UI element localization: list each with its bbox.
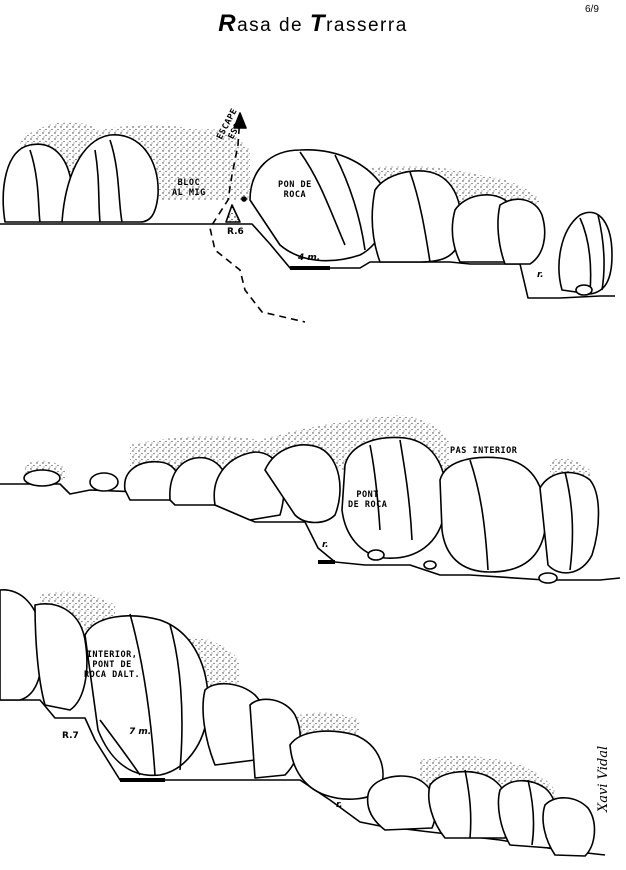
title-initial-r: R bbox=[218, 10, 238, 37]
label-rappel-6: R.6 bbox=[227, 227, 244, 237]
ground-line bbox=[0, 223, 615, 299]
escape-arrow-icon bbox=[233, 112, 247, 129]
page-number: 6/9 bbox=[585, 4, 599, 15]
boulder bbox=[371, 170, 462, 263]
pebble bbox=[89, 472, 119, 492]
boulder bbox=[539, 471, 600, 574]
section-1-profile bbox=[0, 112, 615, 323]
label-rappel-7: R.7 bbox=[62, 731, 79, 741]
label-interior-pont-roca-dalt: INTERIOR, PONT DE ROCA DALT. bbox=[84, 650, 141, 680]
boulder bbox=[366, 775, 437, 831]
boulder bbox=[61, 134, 159, 223]
section-3-profile bbox=[0, 589, 606, 857]
title-initial-t: T bbox=[309, 10, 327, 37]
section-2-profile bbox=[0, 415, 621, 584]
label-pas-interior: PAS INTERIOR bbox=[450, 446, 518, 456]
boulder bbox=[249, 698, 301, 779]
boulder bbox=[558, 211, 613, 295]
label-r-mark: r. bbox=[322, 540, 329, 550]
page-title: Rasa de Trasserra bbox=[0, 10, 626, 38]
ground-line bbox=[0, 483, 621, 581]
title-part-2: rasserra bbox=[326, 15, 408, 36]
label-pon-de-roca: PON DE ROCA bbox=[278, 180, 312, 200]
pebble bbox=[575, 284, 593, 296]
small-block bbox=[225, 204, 241, 223]
pebble bbox=[423, 560, 437, 570]
boulder bbox=[439, 456, 547, 573]
label-r-mark: r. bbox=[336, 800, 343, 810]
pebble bbox=[538, 572, 558, 584]
boulder bbox=[542, 797, 596, 857]
boulder bbox=[497, 198, 546, 265]
pebble bbox=[367, 549, 385, 561]
label-r-mark: r. bbox=[537, 270, 544, 280]
drop-line bbox=[99, 719, 141, 776]
label-drop-7m: 7 m. bbox=[129, 727, 152, 737]
label-drop-4m: 4 m. bbox=[298, 253, 321, 263]
pebble bbox=[23, 469, 61, 487]
escape-route-dashed bbox=[209, 114, 306, 323]
label-pont-de-roca: PONT DE ROCA bbox=[348, 490, 388, 510]
boulder bbox=[264, 444, 341, 524]
label-bloc-al-mig: BLOC AL MIG bbox=[172, 178, 206, 198]
boulder bbox=[34, 603, 88, 711]
boulder bbox=[289, 730, 384, 800]
anchor-dot bbox=[241, 196, 247, 202]
title-part-1: asa de bbox=[237, 15, 310, 36]
author-signature: Xavi Vidal bbox=[596, 745, 611, 812]
